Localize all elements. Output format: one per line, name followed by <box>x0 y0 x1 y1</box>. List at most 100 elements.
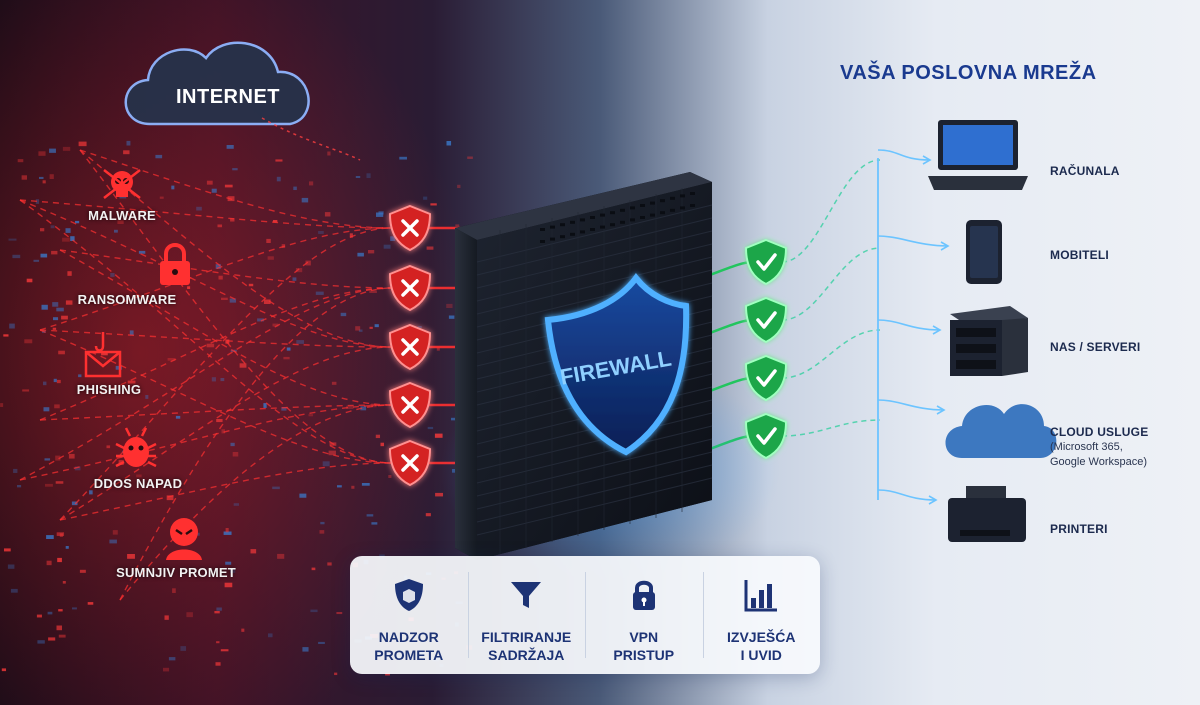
blocked-x-icon <box>388 323 432 371</box>
data-particle <box>355 176 361 179</box>
data-particle <box>224 184 233 188</box>
vent-slot <box>650 201 655 205</box>
threat-line <box>39 329 393 464</box>
blocked-x-icon <box>388 204 432 252</box>
data-particle <box>53 378 57 383</box>
data-particle <box>220 649 229 652</box>
data-particle <box>55 455 61 461</box>
data-particle <box>35 199 40 204</box>
threat-lines <box>19 149 470 601</box>
data-particle <box>309 181 314 186</box>
data-particle <box>46 560 52 566</box>
allowed-shield <box>744 296 788 344</box>
data-particle <box>232 168 238 171</box>
bug-eye <box>128 445 134 451</box>
data-particle <box>215 264 221 269</box>
data-particle <box>41 304 48 310</box>
data-particle <box>320 521 325 525</box>
internet-cloud-icon <box>124 41 310 126</box>
brick-row <box>476 451 713 510</box>
data-particle <box>70 236 75 242</box>
data-particle <box>216 641 220 644</box>
data-particle <box>40 228 45 232</box>
x-mark <box>401 279 419 297</box>
allowed-check-icon <box>744 412 788 460</box>
bus-branch <box>877 235 949 247</box>
data-particle <box>78 141 87 147</box>
data-particle <box>106 445 111 449</box>
data-particle <box>305 260 311 266</box>
bus-arrow <box>932 325 942 335</box>
vent-slot <box>570 232 575 236</box>
data-particle <box>435 492 444 497</box>
data-particle <box>7 564 15 569</box>
threat-line <box>19 199 393 464</box>
data-particle <box>145 395 149 399</box>
threat-label-ddos: DDoS NAPAD <box>93 476 183 491</box>
data-particle <box>267 256 274 260</box>
data-particle <box>272 486 280 490</box>
threat-line <box>19 199 393 348</box>
threat-label-suspicious: SUMNJIV PROMET <box>116 565 236 580</box>
data-particle <box>225 528 229 533</box>
x-mark <box>401 396 419 414</box>
vent-slot <box>690 192 695 195</box>
data-particle <box>114 229 118 233</box>
padlock-icon <box>160 243 190 285</box>
threat-line <box>19 199 393 229</box>
threat-line <box>59 462 393 521</box>
data-particle <box>467 156 473 159</box>
data-particle <box>187 286 191 289</box>
server-bay <box>956 344 996 353</box>
data-particle <box>206 180 213 185</box>
data-particle <box>45 483 53 487</box>
device-label-computers: RAČUNALA <box>1050 164 1120 178</box>
check-mark <box>756 427 777 445</box>
threat-label-ransomware: RANSOMWARE <box>77 292 177 307</box>
vent-slot <box>650 213 655 217</box>
data-particle <box>423 196 428 200</box>
data-particle <box>434 433 443 438</box>
feature-line1: IZVJEŠĆA <box>727 629 796 645</box>
data-particle <box>52 327 57 330</box>
data-particle <box>230 442 235 447</box>
bug-eye <box>138 445 144 451</box>
data-particle <box>375 434 381 439</box>
data-particle <box>172 588 176 593</box>
data-particle <box>308 414 314 417</box>
bug-body <box>123 437 149 467</box>
data-particle <box>455 224 460 227</box>
data-particle <box>268 633 273 638</box>
brick-row <box>476 477 713 536</box>
brick-row <box>476 438 713 497</box>
vent-slot <box>550 237 555 241</box>
data-particle <box>215 662 221 666</box>
device-label-servers: NAS / SERVERI <box>1050 340 1141 354</box>
data-particle <box>36 614 42 618</box>
printer-icon <box>948 486 1026 542</box>
envelope-flap <box>85 351 121 368</box>
data-particle <box>221 429 225 434</box>
data-particle <box>302 647 309 652</box>
allowed-shield <box>744 412 788 460</box>
data-particle <box>371 522 378 525</box>
skull-jaw <box>116 190 128 197</box>
data-particle <box>33 259 40 262</box>
data-particle <box>4 548 11 552</box>
vent-slot <box>680 194 685 198</box>
data-particle <box>56 307 64 312</box>
vent-slot <box>670 208 675 212</box>
data-particle <box>218 275 223 280</box>
device-label-cloud: CLOUD USLUGE <box>1050 425 1149 439</box>
data-particle <box>283 356 290 360</box>
shield-icon <box>394 579 423 611</box>
data-particle <box>318 641 325 644</box>
data-particle <box>318 231 324 234</box>
bus-arrow <box>928 495 938 505</box>
data-particle <box>48 637 56 641</box>
vent-slot <box>630 206 635 210</box>
vent-slot <box>580 218 585 222</box>
data-particle <box>123 150 130 155</box>
